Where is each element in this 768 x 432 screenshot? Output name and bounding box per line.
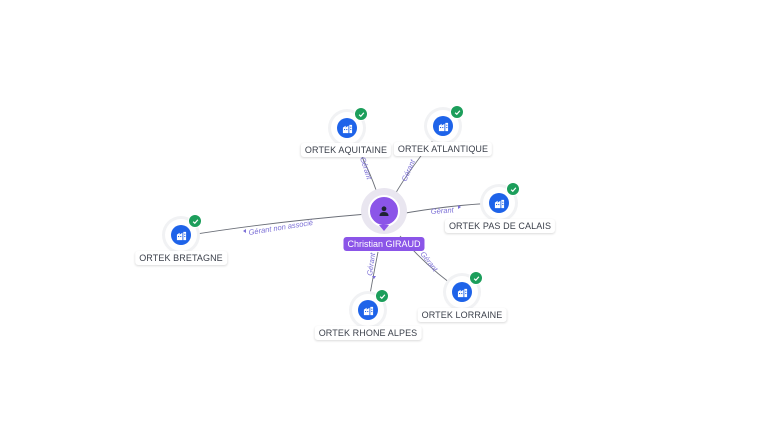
person-icon: [379, 206, 389, 216]
company-label-lorraine[interactable]: ORTEK LORRAINE: [417, 308, 507, 322]
company-node-bretagne[interactable]: [165, 214, 202, 251]
building-icon: [489, 193, 509, 213]
company-node-atlantique[interactable]: [427, 105, 464, 142]
company-node-lorraine[interactable]: [446, 271, 483, 308]
verified-check-icon: [188, 214, 202, 228]
person-node[interactable]: [368, 195, 400, 227]
verified-check-icon: [375, 289, 389, 303]
verified-check-icon: [469, 271, 483, 285]
building-icon: [452, 282, 472, 302]
company-node-pas-de-calais[interactable]: [483, 182, 520, 219]
edge-label-aquitaine: Gérant: [358, 156, 374, 181]
building-icon: [171, 225, 191, 245]
person-name-label[interactable]: Christian GIRAUD: [343, 237, 425, 251]
edge-arrow-rhone-alpes: [372, 276, 376, 279]
edge-bretagne: [183, 213, 368, 237]
edge-label-bretagne: Gérant non associé: [248, 218, 314, 237]
edge-label-atlantique: Gérant: [400, 157, 418, 182]
company-node-rhone-alpes[interactable]: [352, 289, 389, 326]
edge-label-rhone-alpes: Gérant: [365, 251, 377, 276]
company-label-rhone-alpes[interactable]: ORTEK RHONE ALPES: [314, 326, 422, 340]
verified-check-icon: [506, 182, 520, 196]
company-label-bretagne[interactable]: ORTEK BRETAGNE: [135, 251, 227, 265]
company-label-pas-de-calais[interactable]: ORTEK PAS DE CALAIS: [444, 219, 556, 233]
verified-check-icon: [450, 105, 464, 119]
edge-arrow-bretagne: [243, 229, 246, 233]
building-icon: [358, 300, 378, 320]
building-icon: [433, 116, 453, 136]
edge-label-lorraine: Gérant: [418, 250, 440, 274]
edge-label-pas-de-calais: Gérant: [431, 205, 455, 216]
verified-check-icon: [354, 107, 368, 121]
company-label-atlantique[interactable]: ORTEK ATLANTIQUE: [393, 142, 493, 156]
building-icon: [337, 118, 357, 138]
company-label-aquitaine[interactable]: ORTEK AQUITAINE: [300, 143, 392, 157]
edge-arrow-pas-de-calais: [458, 205, 461, 209]
company-node-aquitaine[interactable]: [331, 107, 368, 144]
